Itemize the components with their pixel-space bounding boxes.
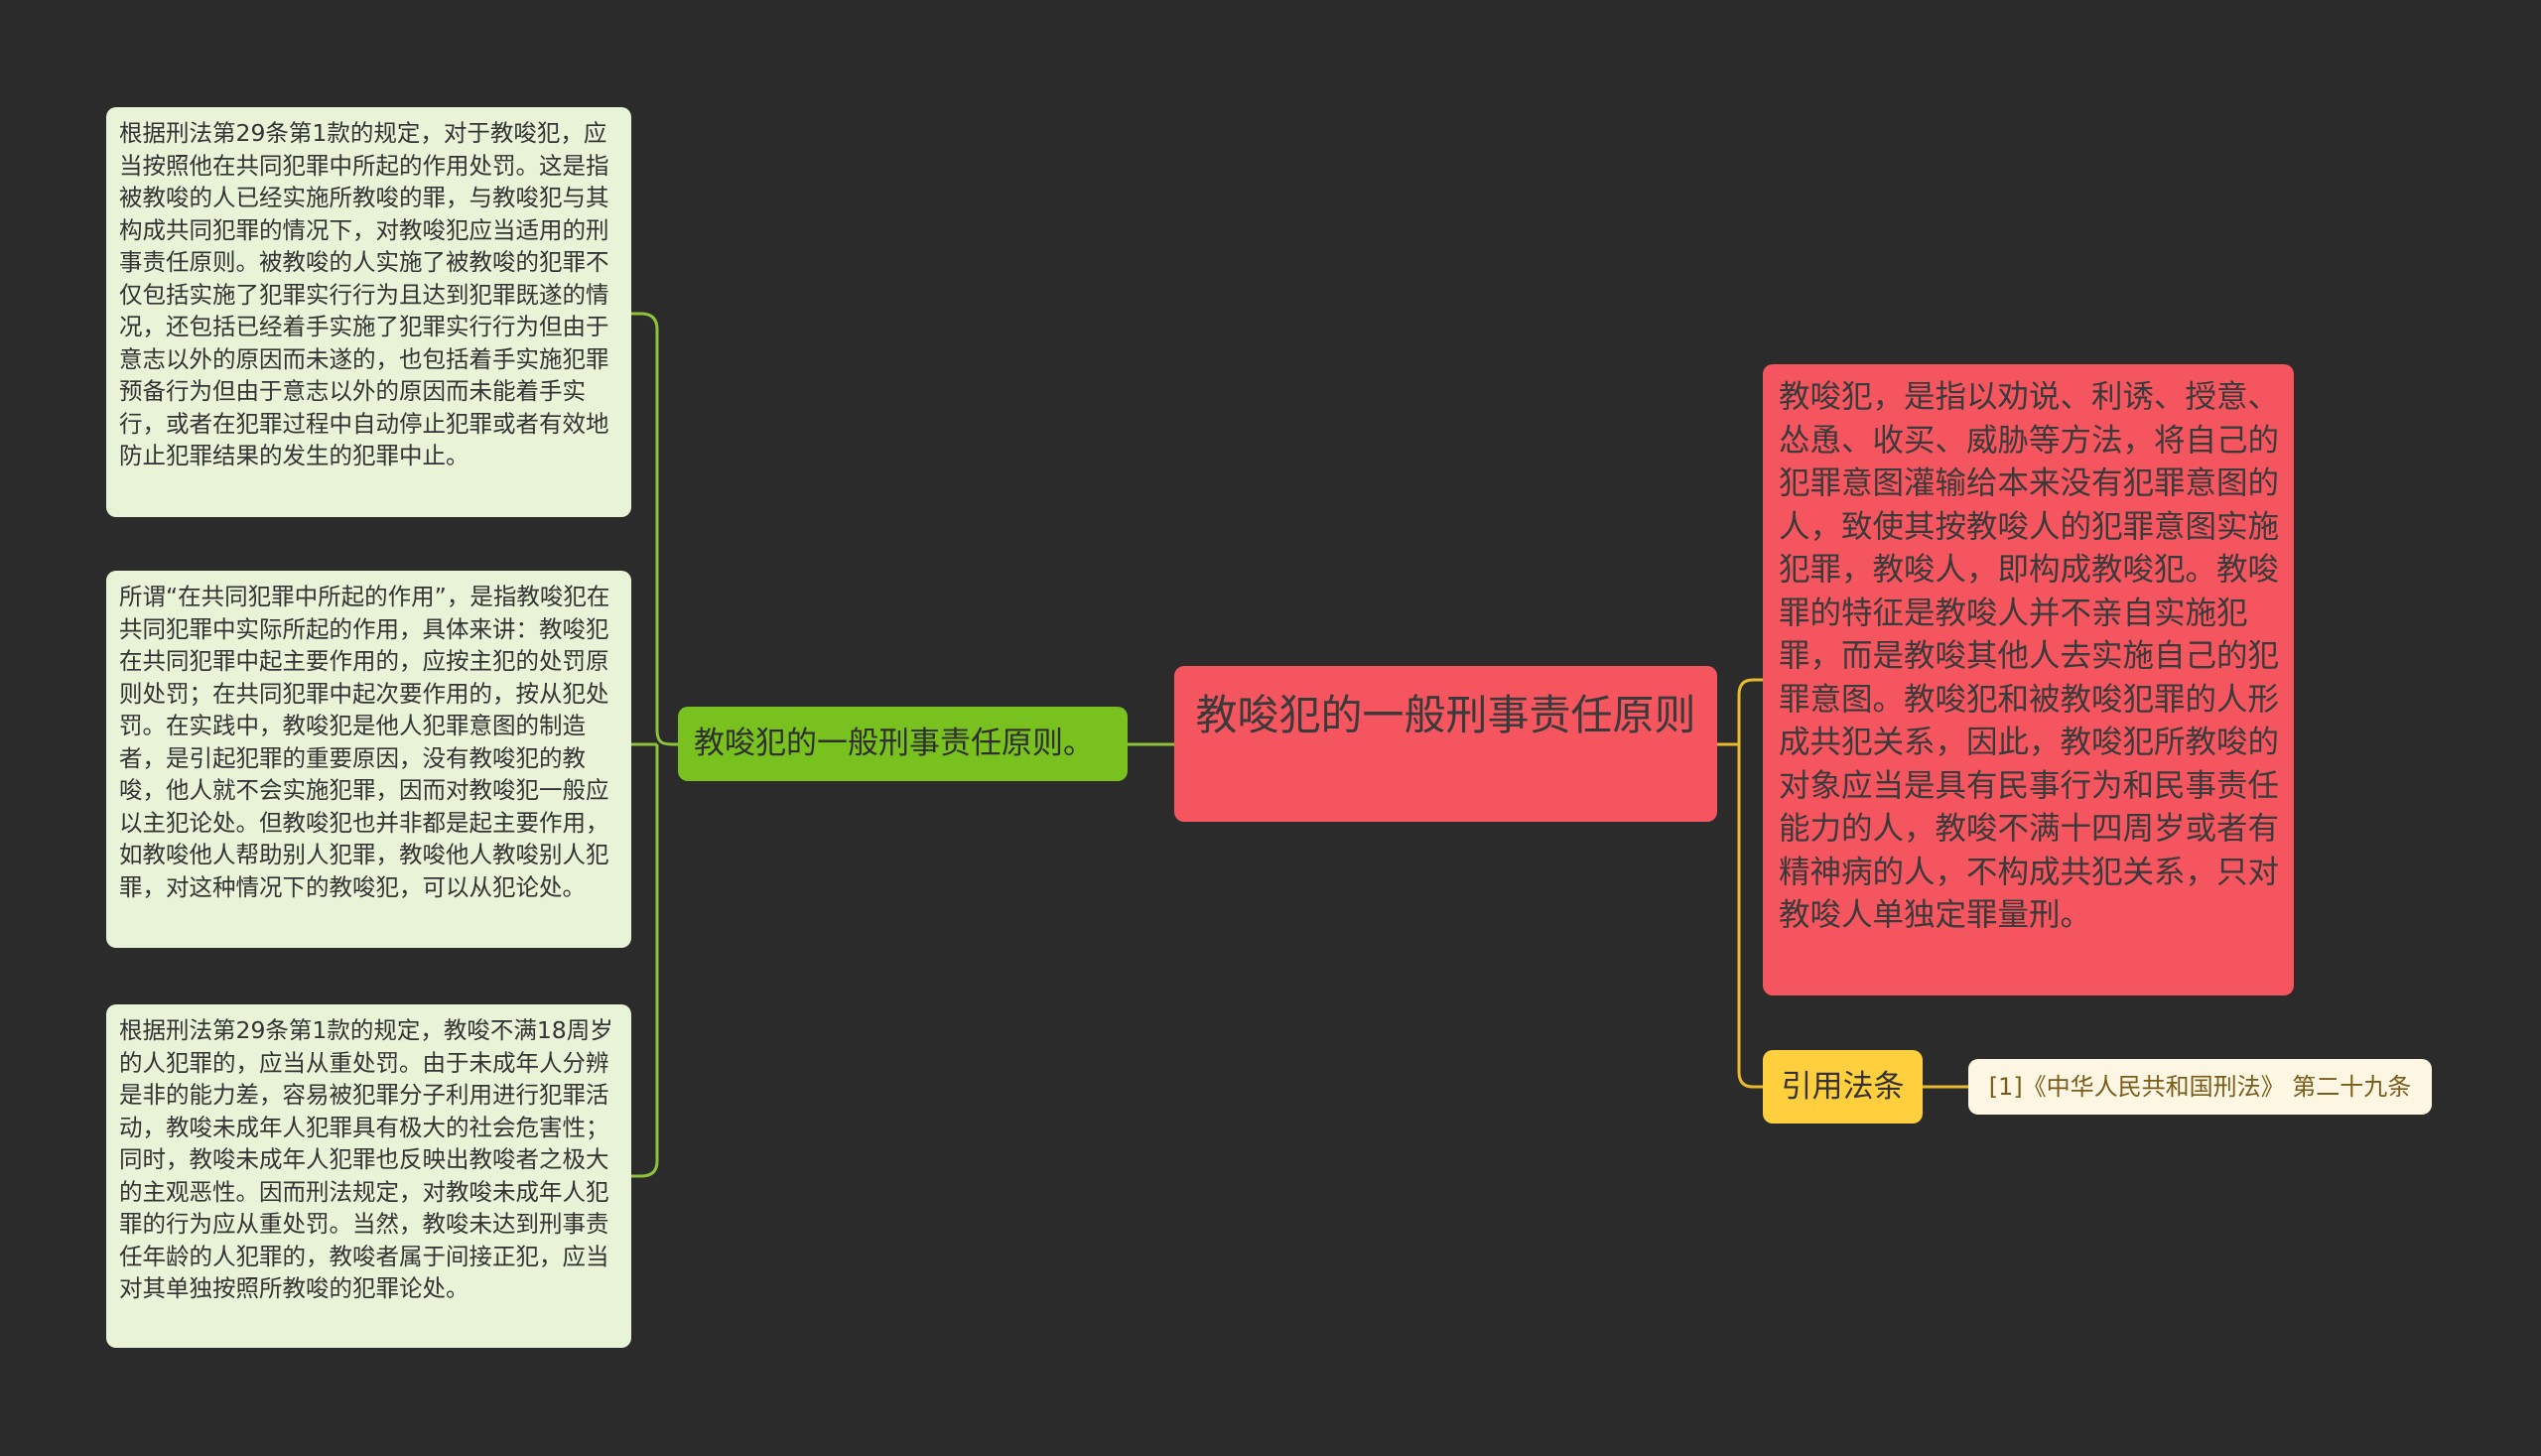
left-leaf-1[interactable]: 根据刑法第29条第1款的规定，对于教唆犯，应当按照他在共同犯罪中所起的作用处罚。…: [106, 107, 631, 517]
connector-right-cite: [1737, 744, 1763, 1089]
citation-leaf[interactable]: [1]《中华人民共和国刑法》 第二十九条: [1968, 1059, 2432, 1115]
right-definition-topic[interactable]: 教唆犯，是指以劝说、利诱、授意、怂恿、收买、威胁等方法，将自己的犯罪意图灌输给本…: [1763, 364, 2294, 995]
connector-right-def: [1737, 678, 1763, 744]
connector-left-leaf3: [631, 744, 659, 1178]
connector-left-trunk: [631, 312, 679, 746]
left-leaf-2[interactable]: 所谓“在共同犯罪中所起的作用”，是指教唆犯在共同犯罪中实际所起的作用，具体来讲：…: [106, 571, 631, 948]
citation-topic[interactable]: 引用法条: [1763, 1050, 1923, 1124]
left-leaf-3[interactable]: 根据刑法第29条第1款的规定，教唆不满18周岁的人犯罪的，应当从重处罚。由于未成…: [106, 1004, 631, 1348]
root-topic[interactable]: 教唆犯的一般刑事责任原则: [1174, 666, 1717, 822]
left-branch-topic[interactable]: 教唆犯的一般刑事责任原则。: [678, 707, 1128, 781]
